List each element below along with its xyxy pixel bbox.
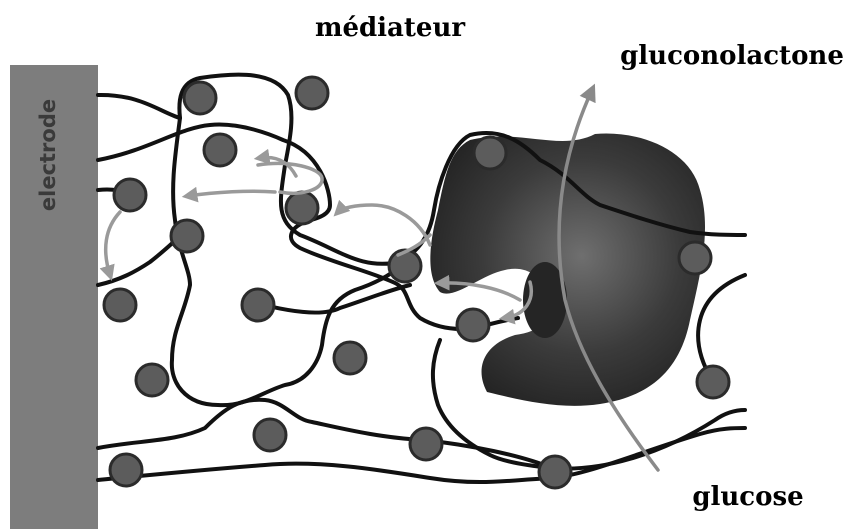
mediator-bead-icon — [296, 77, 328, 109]
glucose-label: glucose — [692, 482, 803, 512]
mediator-bead-icon — [410, 428, 442, 460]
mediator-bead-icon — [204, 134, 236, 166]
mediator-bead-icon — [242, 289, 274, 321]
mediator-bead-icon — [104, 289, 136, 321]
mediator-bead-icon — [457, 309, 489, 341]
mediator-bead-icon — [114, 179, 146, 211]
mediator-bead-icon — [679, 242, 711, 274]
gluconolactone-label: gluconolactone — [620, 41, 844, 71]
mediator-bead-icon — [110, 454, 142, 486]
mediator-bead-icon — [697, 366, 729, 398]
mediator-bead-icon — [254, 419, 286, 451]
mediator-bead-icon — [389, 250, 421, 282]
mediator-bead-icon — [334, 342, 366, 374]
mediator-bead-icon — [184, 82, 216, 114]
mediator-bead-icon — [539, 456, 571, 488]
mediator-label: médiateur — [315, 13, 465, 43]
enzyme-blob-icon — [430, 133, 705, 405]
mediator-bead-icon — [474, 137, 506, 169]
mediator-bead-icon — [286, 192, 318, 224]
mediator-bead-icon — [171, 220, 203, 252]
electrode-label: electrode — [36, 99, 60, 211]
mediator-bead-icon — [136, 364, 168, 396]
